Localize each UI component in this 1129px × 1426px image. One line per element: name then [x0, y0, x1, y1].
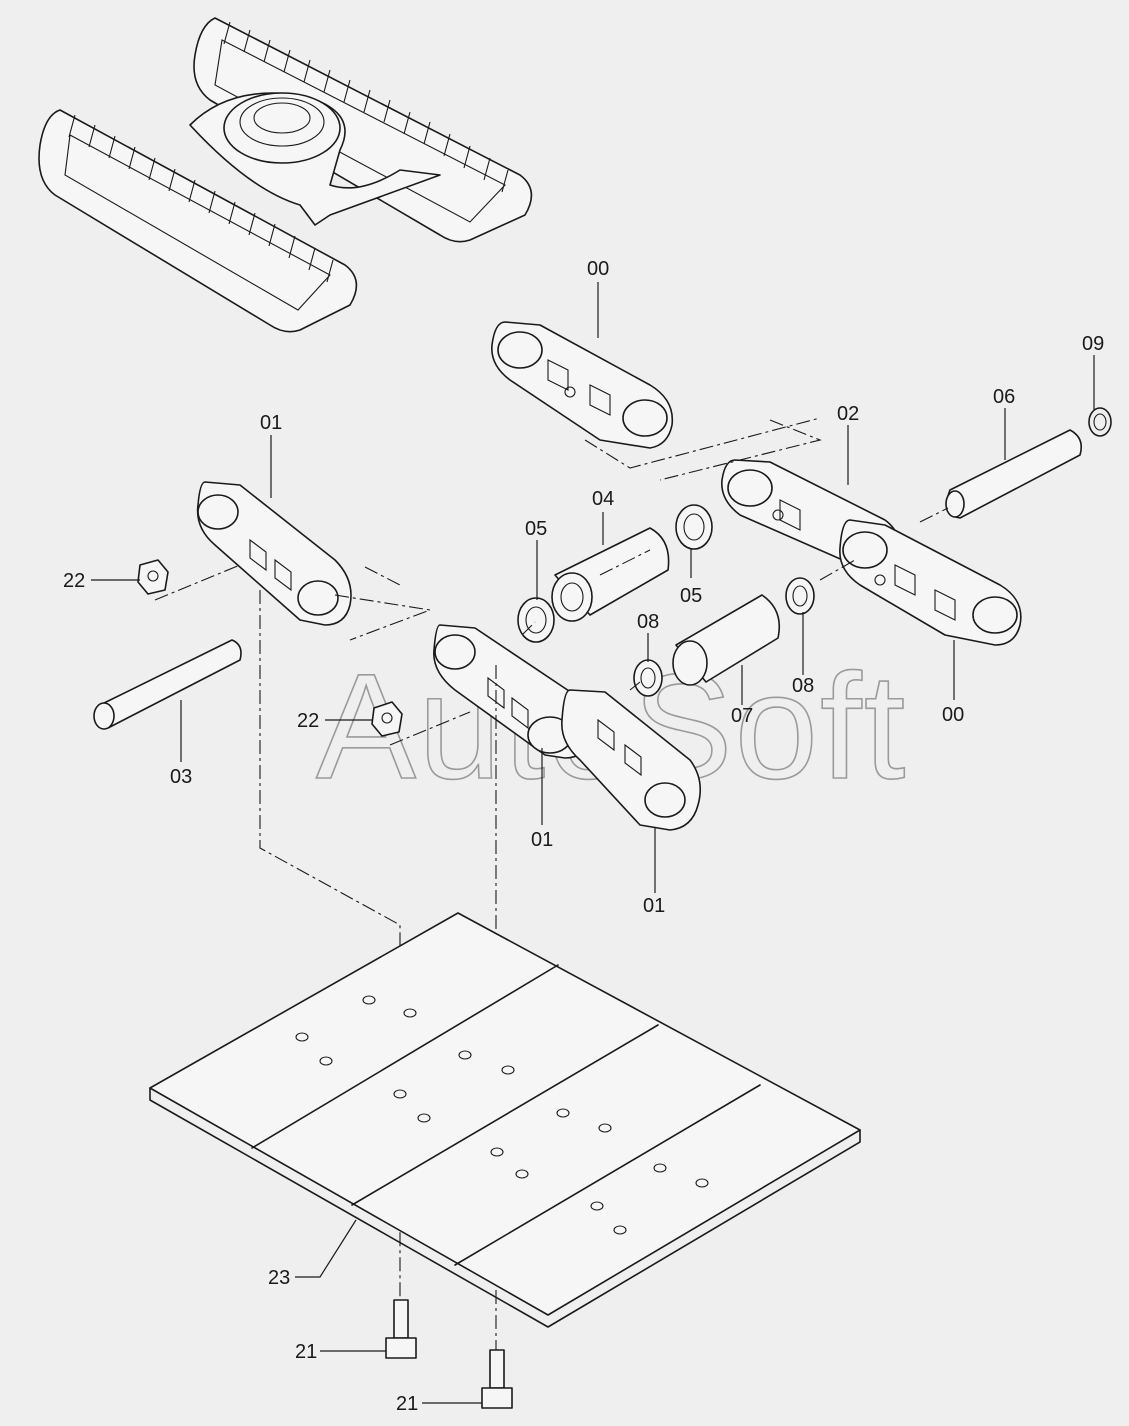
callout-08-right: 08 — [792, 675, 814, 697]
undercarriage-overview — [38, 17, 533, 333]
callout-00-top: 00 — [587, 258, 609, 280]
track-link-00-right — [839, 519, 1022, 646]
seal-05-right — [675, 504, 713, 550]
callout-22-mid: 22 — [297, 710, 319, 732]
callout-21-upper: 21 — [295, 1341, 317, 1363]
nut-22-left — [137, 559, 169, 595]
callout-06: 06 — [993, 386, 1015, 408]
callout-03: 03 — [170, 766, 192, 788]
callout-05-right: 05 — [680, 585, 702, 607]
callout-02: 02 — [837, 403, 859, 425]
callout-01-mid: 01 — [531, 829, 553, 851]
bolt-21-lower — [481, 1349, 513, 1409]
callout-08-left: 08 — [637, 611, 659, 633]
spacer-08-left — [633, 659, 663, 697]
bushing-07 — [672, 594, 781, 686]
track-shoe-plates-23 — [149, 912, 861, 1328]
pin-06 — [945, 429, 1083, 519]
callout-01-left: 01 — [260, 412, 282, 434]
bolt-21-upper — [385, 1299, 417, 1359]
callout-05-left: 05 — [525, 518, 547, 540]
callout-01-bottom: 01 — [643, 895, 665, 917]
nut-22-mid — [371, 701, 403, 737]
track-link-01-left — [196, 481, 352, 626]
pin-03 — [93, 639, 242, 730]
bushing-04 — [551, 527, 670, 622]
callout-04: 04 — [592, 488, 614, 510]
seal-05-left — [517, 597, 555, 643]
track-link-01-bottom — [561, 689, 701, 831]
snap-ring-09 — [1088, 407, 1112, 437]
callout-21-lower: 21 — [396, 1393, 418, 1415]
callout-labels: 00 01 02 06 09 04 05 05 08 08 07 00 03 0… — [63, 258, 1104, 1415]
callout-09: 09 — [1082, 333, 1104, 355]
callout-23: 23 — [268, 1267, 290, 1289]
callout-00-right: 00 — [942, 704, 964, 726]
callout-07: 07 — [731, 705, 753, 727]
callout-22-left: 22 — [63, 570, 85, 592]
leader-lines — [91, 282, 1095, 1404]
track-link-00-top — [491, 321, 674, 449]
spacer-08-right — [785, 577, 815, 615]
